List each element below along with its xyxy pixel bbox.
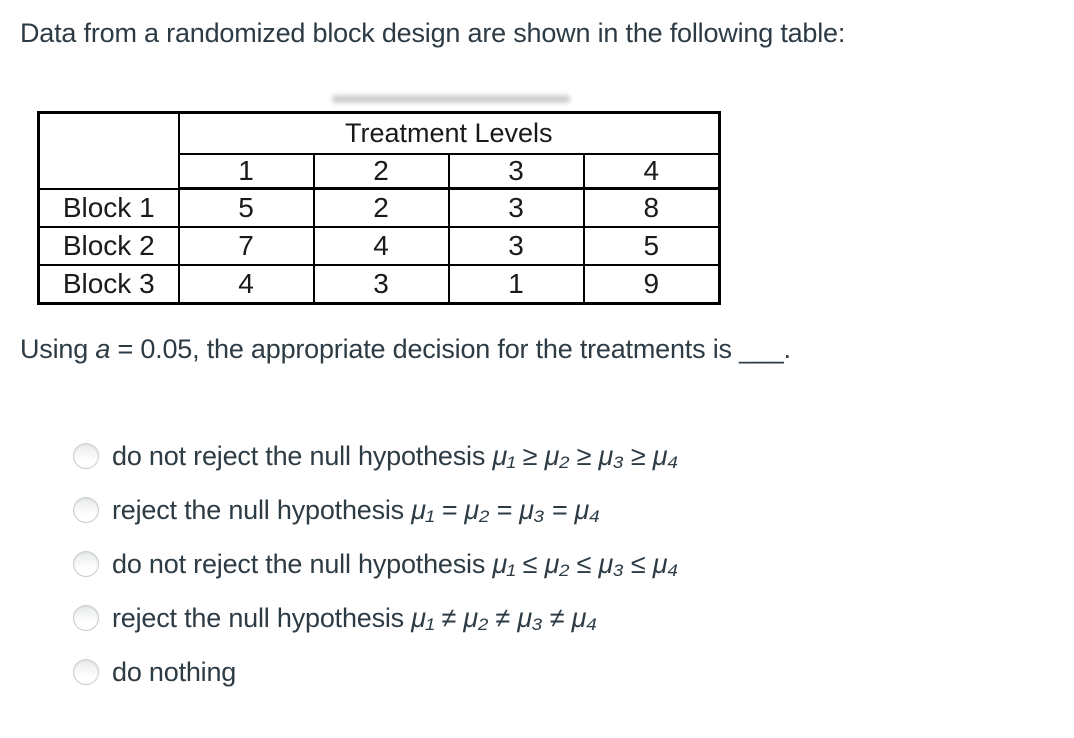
option-text: do nothing: [112, 656, 237, 687]
answer-options-list: do not reject the null hypothesis μ₁ ≥ μ…: [0, 429, 1074, 699]
option-row-1[interactable]: do not reject the null hypothesis μ₁ ≥ μ…: [0, 429, 1074, 483]
option-label: reject the null hypothesis μ₁ = μ₂ = μ₃ …: [112, 495, 600, 526]
option-label: reject the null hypothesis μ₁ ≠ μ₂ ≠ μ₃ …: [112, 603, 597, 634]
column-header: 2: [312, 153, 450, 190]
option-row-2[interactable]: reject the null hypothesis μ₁ = μ₂ = μ₃ …: [0, 483, 1074, 537]
option-text: do not reject the null hypothesis: [112, 440, 493, 471]
column-header: 4: [582, 153, 721, 190]
option-label: do not reject the null hypothesis μ₁ ≤ μ…: [112, 549, 678, 580]
table-row: Block 2 7 4 3 5: [37, 226, 721, 266]
row-label: Block 2: [37, 226, 180, 266]
row-label: Block 3: [37, 264, 180, 305]
stem-prefix: Using: [20, 334, 96, 364]
data-cell: 5: [582, 226, 721, 266]
table-row: Block 3 4 3 1 9: [37, 264, 721, 305]
data-cell: 3: [447, 226, 585, 266]
data-cell: 8: [582, 187, 721, 228]
page-title: Data from a randomized block design are …: [20, 18, 846, 48]
alpha-symbol: a: [95, 334, 111, 364]
option-text: do not reject the null hypothesis: [112, 548, 493, 579]
radio-button[interactable]: [73, 659, 99, 685]
radio-button[interactable]: [73, 443, 99, 469]
radio-button[interactable]: [73, 497, 99, 523]
stem-suffix: = 0.05, the appropriate decision for the…: [110, 334, 791, 364]
data-cell: 4: [177, 264, 315, 305]
data-cell: 7: [177, 226, 315, 266]
table-image: Treatment Levels 1 2 3 4 Block 1 5 2 3 8: [37, 111, 722, 305]
column-header: 3: [447, 153, 585, 190]
radio-button[interactable]: [73, 551, 99, 577]
data-cell: 9: [582, 264, 721, 305]
option-label: do not reject the null hypothesis μ₁ ≥ μ…: [112, 441, 678, 472]
question-stem: Using a = 0.05, the appropriate decision…: [20, 332, 791, 366]
table-row: Block 1 5 2 3 8: [37, 187, 721, 228]
data-cell: 4: [312, 226, 450, 266]
option-row-5[interactable]: do nothing: [0, 645, 1074, 699]
data-cell: 1: [447, 264, 585, 305]
data-cell: 2: [312, 187, 450, 228]
option-text: reject the null hypothesis: [112, 494, 412, 525]
column-header: 1: [177, 153, 315, 190]
option-label: do nothing: [112, 657, 236, 688]
table-header-cell: Treatment Levels: [177, 111, 721, 155]
option-row-3[interactable]: do not reject the null hypothesis μ₁ ≤ μ…: [0, 537, 1074, 591]
randomized-block-table: Treatment Levels 1 2 3 4 Block 1 5 2 3 8: [37, 111, 722, 305]
row-label: Block 1: [37, 187, 180, 228]
math-expression: μ₁ ≥ μ₂ ≥ μ₃ ≥ μ₄: [492, 440, 679, 471]
data-cell: 3: [447, 187, 585, 228]
data-cell: 3: [312, 264, 450, 305]
option-row-4[interactable]: reject the null hypothesis μ₁ ≠ μ₂ ≠ μ₃ …: [0, 591, 1074, 645]
radio-button[interactable]: [73, 605, 99, 631]
math-expression: μ₁ ≠ μ₂ ≠ μ₃ ≠ μ₄: [411, 602, 597, 633]
image-crop-artifact: [332, 95, 570, 103]
math-expression: μ₁ = μ₂ = μ₃ = μ₄: [411, 494, 600, 525]
option-text: reject the null hypothesis: [112, 602, 412, 633]
math-expression: μ₁ ≤ μ₂ ≤ μ₃ ≤ μ₄: [492, 548, 679, 579]
table-corner-cell: [37, 111, 180, 190]
data-cell: 5: [177, 187, 315, 228]
